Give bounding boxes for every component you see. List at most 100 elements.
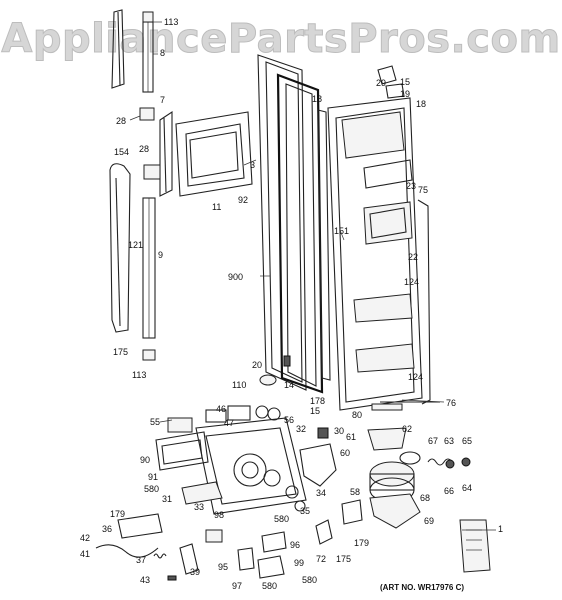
callout-label: 72	[316, 554, 326, 564]
callout-label: 62	[402, 424, 412, 434]
door-liner	[327, 97, 423, 411]
cover-31	[181, 481, 223, 505]
top-panel-29	[377, 65, 397, 85]
callout-label: 75	[418, 185, 428, 195]
callout-label: 580	[262, 581, 277, 591]
callout-label: 15	[310, 406, 320, 416]
leader-lines	[129, 21, 496, 531]
solenoid-98	[205, 529, 223, 543]
trim-strip-9	[142, 197, 156, 339]
callout-label: 113	[164, 17, 178, 27]
handle-trim-strip-8	[142, 11, 154, 93]
callout-label: 28	[139, 144, 149, 154]
callout-label: 76	[446, 398, 456, 408]
spring-37	[153, 553, 167, 559]
callout-label: 18	[312, 94, 322, 104]
callout-label: 63	[444, 436, 454, 446]
door-handle-121	[109, 163, 131, 333]
callout-label: 37	[136, 555, 146, 565]
callout-label: 56	[284, 415, 294, 425]
bracket-15	[385, 83, 405, 99]
callout-label: 35	[300, 506, 310, 516]
cam-46-47	[205, 405, 251, 423]
callout-label: 68	[420, 493, 430, 503]
callout-label: 42	[80, 533, 90, 543]
actuator-60	[299, 443, 337, 487]
callout-label: 113	[132, 370, 146, 380]
callout-label: 1	[498, 524, 503, 534]
callout-label: 36	[102, 524, 112, 534]
bracket-99	[257, 555, 285, 579]
callout-label: 20	[252, 360, 262, 370]
switch-96	[261, 531, 287, 553]
callout-label: 23	[406, 181, 416, 191]
door-gasket	[276, 73, 324, 394]
watermark-text: AppliancePartsPros.com	[1, 16, 560, 62]
callout-label: 55	[150, 417, 160, 427]
callout-label: 580	[302, 575, 317, 585]
callout-label: 3	[250, 160, 255, 170]
dispenser-cover-11	[175, 111, 253, 197]
callout-label: 91	[148, 472, 158, 482]
callout-label: 60	[340, 448, 350, 458]
callout-label: 580	[274, 514, 289, 524]
housing-61	[367, 427, 407, 451]
callout-label: 11	[212, 202, 221, 212]
callout-label: 80	[352, 410, 362, 420]
callout-label: 14	[284, 380, 294, 390]
callout-label: 41	[80, 549, 90, 559]
callout-label: 154	[114, 147, 129, 157]
door-outer-panel-900	[257, 54, 307, 391]
callout-label: 31	[162, 494, 172, 504]
callout-label: 64	[462, 483, 472, 493]
callout-labels: 113 8 7 28 28 154 11 3 92 121 9 900 175 …	[80, 17, 503, 591]
handle-clip-28-upper	[139, 107, 155, 121]
callout-label: 29	[376, 78, 386, 88]
dispenser-handle-7	[159, 110, 173, 197]
callout-label: 22	[408, 252, 418, 262]
callout-label: 124	[408, 372, 423, 382]
callout-label: 110	[232, 380, 246, 390]
hinge-strip	[317, 109, 331, 381]
callout-label: 124	[404, 277, 419, 287]
screw-43	[167, 575, 177, 581]
callout-label: 18	[416, 99, 426, 109]
callout-label: 8	[160, 48, 165, 58]
wire-harness-41-42	[95, 544, 159, 558]
callout-label: 61	[346, 432, 356, 442]
shield-36	[117, 513, 163, 539]
callout-label: 98	[214, 510, 224, 520]
label-1	[459, 519, 491, 573]
callout-label: 67	[428, 436, 438, 446]
callout-label: 97	[232, 581, 242, 591]
callout-label: 28	[116, 116, 126, 126]
bracket-58	[341, 499, 363, 525]
gasket-62	[399, 451, 421, 465]
auger-69	[369, 493, 421, 529]
callout-label: 65	[462, 436, 472, 446]
gear-34-35	[285, 485, 306, 512]
art-number: (ART NO. WR17976 C)	[380, 583, 464, 592]
valve-56	[255, 405, 281, 421]
callout-label: 92	[238, 195, 248, 205]
switch-panel-90	[155, 431, 209, 471]
hinge-pin-20	[283, 355, 291, 367]
motor-68	[369, 461, 415, 503]
lever-72	[315, 519, 333, 545]
callout-label: 175	[336, 554, 351, 564]
callout-label: 178	[310, 396, 325, 406]
callout-label: 43	[140, 575, 150, 585]
callout-label: 34	[316, 488, 326, 498]
callout-label: 179	[354, 538, 369, 548]
callout-label: 46	[216, 404, 226, 414]
callout-label: 66	[444, 486, 454, 496]
handle-clip-28-lower	[143, 164, 161, 180]
callout-label: 69	[424, 516, 434, 526]
callout-label: 7	[160, 95, 165, 105]
callout-label: 179	[110, 509, 125, 519]
callout-label: 39	[190, 567, 200, 577]
callout-label: 19	[400, 89, 410, 99]
callout-label: 175	[113, 347, 128, 357]
nut-63-65-66-64	[445, 457, 471, 469]
callout-label: 90	[140, 455, 150, 465]
